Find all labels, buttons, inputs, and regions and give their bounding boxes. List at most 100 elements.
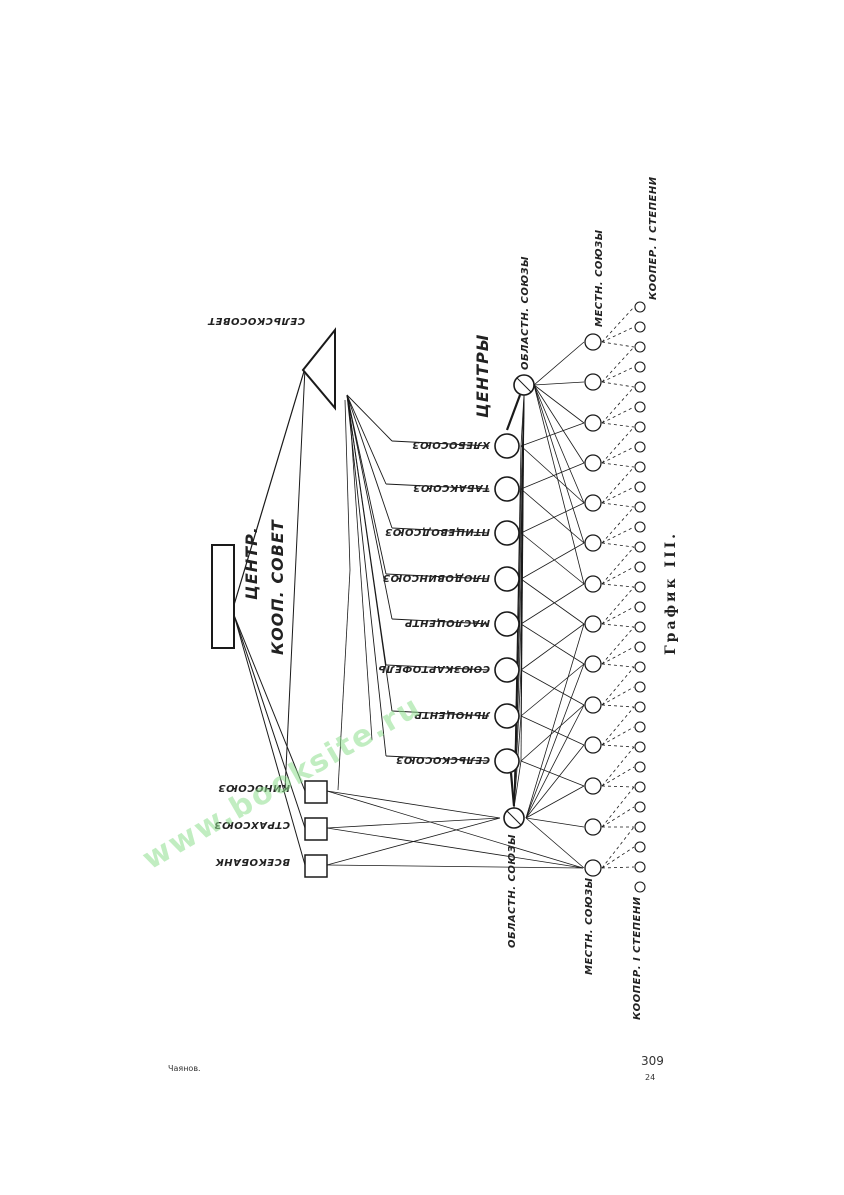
center-label: МАСЛОЦЕНТР: [404, 617, 490, 628]
coop-circle: [634, 621, 646, 633]
mestn-to-coop-line: [601, 766, 635, 787]
center-to-mestn-line: [520, 623, 585, 665]
figure-caption: График III.: [663, 531, 679, 655]
coop-circle: [634, 501, 646, 513]
side-union-box: [304, 854, 328, 878]
mestn-circle: [584, 736, 602, 754]
oblast-to-mestn-line: [525, 663, 585, 819]
mestn-to-coop-line: [601, 306, 635, 343]
mestn-to-coop-line: [601, 686, 635, 706]
mestn-to-coop-line: [601, 806, 635, 828]
label-line: [385, 573, 490, 580]
center-to-mestn-line: [520, 502, 585, 534]
center-to-mestn-line: [520, 488, 585, 544]
side-to-oblast-line: [326, 817, 501, 829]
side-to-oblast-line: [326, 817, 501, 866]
label-line: [385, 664, 490, 671]
mestn-to-coop-line: [601, 866, 635, 869]
sovet-label: СЕЛЬСКОСОВЕТ: [207, 315, 305, 326]
center-circle: [494, 433, 520, 459]
coop-circle: [634, 341, 646, 353]
center-to-mestn-line: [520, 578, 585, 625]
fan-line: [337, 569, 351, 791]
fan-line: [346, 394, 393, 712]
side-to-mestn-line: [326, 790, 584, 869]
coop-circle: [634, 741, 646, 753]
side-box-label: СТРАХСОЮЗ: [214, 819, 290, 830]
coop-circle: [634, 721, 646, 733]
label-line: [391, 440, 490, 447]
oblast-to-mestn-line: [533, 384, 585, 585]
oblast-cross: [506, 810, 522, 826]
mestn-to-coop-line: [601, 704, 635, 708]
center-circle: [494, 476, 520, 502]
fan-line: [346, 394, 393, 620]
mestn-circle: [584, 655, 602, 673]
oblast-to-mestn-line: [533, 384, 585, 504]
fan-line: [344, 399, 351, 571]
coop-circle: [634, 481, 646, 493]
center-circle: [494, 703, 520, 729]
mestn-to-coop-line: [601, 502, 635, 508]
mestn-circle: [584, 575, 602, 593]
mestn-circle: [584, 494, 602, 512]
coop-circle: [634, 361, 646, 373]
label-line: [391, 710, 490, 717]
spine-line: [505, 394, 522, 431]
oblast-cross: [516, 377, 532, 393]
council-to-side-box-line: [233, 614, 306, 829]
oblast-to-mestn-line: [533, 384, 585, 424]
side-union-box: [304, 780, 328, 804]
centers-heading: ЦЕНТРЫ: [473, 334, 492, 418]
page-number: 309: [641, 1054, 664, 1068]
side-to-mestn-line: [326, 864, 584, 869]
mestn-to-coop-line: [601, 526, 635, 544]
center-label: ТАБАКСОЮЗ: [413, 482, 490, 493]
mestn-circle: [584, 615, 602, 633]
mestn-to-coop-line: [601, 341, 635, 348]
footer-author: Чаянов.: [168, 1064, 201, 1073]
mestn-to-coop-line: [601, 381, 635, 388]
center-to-oblast-line: [520, 394, 525, 762]
mestn-to-coop-line: [601, 583, 635, 588]
coop-circle: [634, 301, 646, 313]
center-to-mestn-line: [520, 445, 585, 504]
mestn-to-coop-line: [601, 726, 635, 746]
diagram-nodes: [211, 301, 646, 893]
mestn-to-coop-line: [601, 422, 635, 428]
oblast-to-mestn-line: [533, 384, 585, 544]
center-to-mestn-line: [520, 704, 585, 762]
center-circle: [494, 611, 520, 637]
mestn-to-coop-line: [601, 446, 635, 464]
side-box-label: КИНОСОЮЗ: [218, 782, 290, 793]
coop-circle: [634, 881, 646, 893]
mestn-circle: [584, 373, 602, 391]
oblast-to-mestn-line: [525, 623, 585, 819]
coop-circle: [634, 781, 646, 793]
mestn-to-coop-line: [601, 626, 635, 665]
mestn-to-coop-line: [601, 663, 635, 668]
coop-circle: [634, 421, 646, 433]
mestn-to-coop-line: [601, 785, 635, 788]
mestn-to-coop-line: [601, 462, 635, 468]
center-circle: [494, 657, 520, 683]
mestn-circle: [584, 454, 602, 472]
mestn-circle: [584, 777, 602, 795]
oblast-to-mestn-line: [525, 744, 585, 819]
mestn-to-coop-line: [601, 746, 635, 787]
oblast-to-mestn-line: [533, 384, 585, 464]
coop-circle: [634, 381, 646, 393]
coop-circle: [634, 401, 646, 413]
center-to-mestn-line: [520, 669, 585, 706]
mestn-to-coop-line: [601, 666, 635, 706]
oblast-to-mestn-line: [525, 817, 585, 828]
coop-circle: [634, 861, 646, 873]
spine-line: [509, 772, 516, 807]
mestn-to-coop-line: [601, 506, 635, 544]
oblast-to-mestn-line: [533, 341, 585, 386]
center-label: СЕЛЬСКОСОЮЗ: [396, 754, 490, 765]
center-to-mestn-line: [520, 532, 585, 585]
mestn-to-coop-line: [601, 326, 635, 343]
